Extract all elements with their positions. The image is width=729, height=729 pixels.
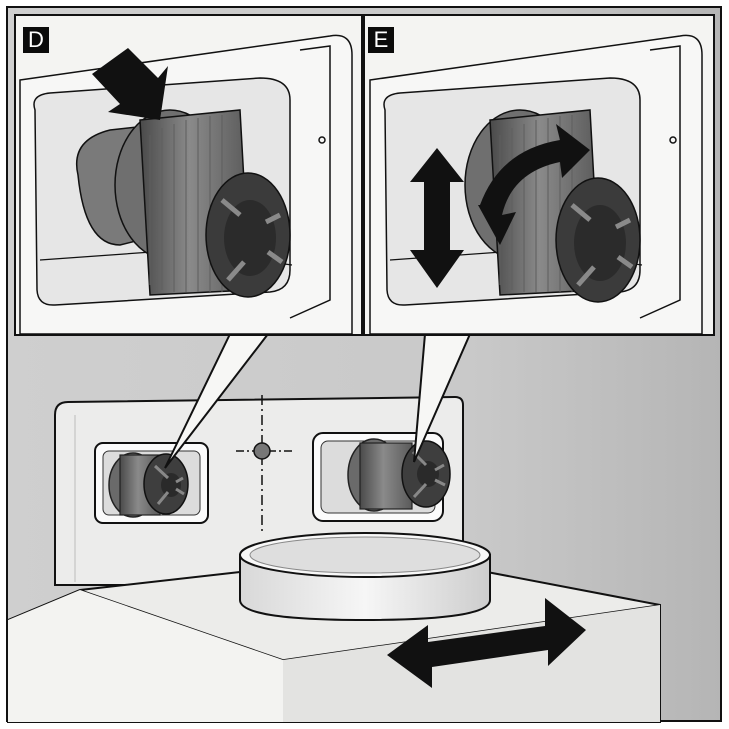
center-mounting-mark: [236, 395, 292, 532]
panel-e: [363, 14, 715, 336]
vertical-double-arrow-icon: [410, 148, 464, 288]
left-wall-connector: [94, 442, 209, 524]
rotate-arrow-icon: [478, 124, 590, 245]
panel-d: [14, 14, 363, 336]
round-collar: [239, 532, 491, 622]
panel-label-e: E: [368, 27, 394, 53]
push-arrow-icon: [92, 48, 168, 120]
right-wall-connector: [312, 432, 451, 522]
appliance-box: [7, 571, 661, 723]
panel-label-d: D: [23, 27, 49, 53]
horizontal-double-arrow-icon: [387, 598, 586, 688]
